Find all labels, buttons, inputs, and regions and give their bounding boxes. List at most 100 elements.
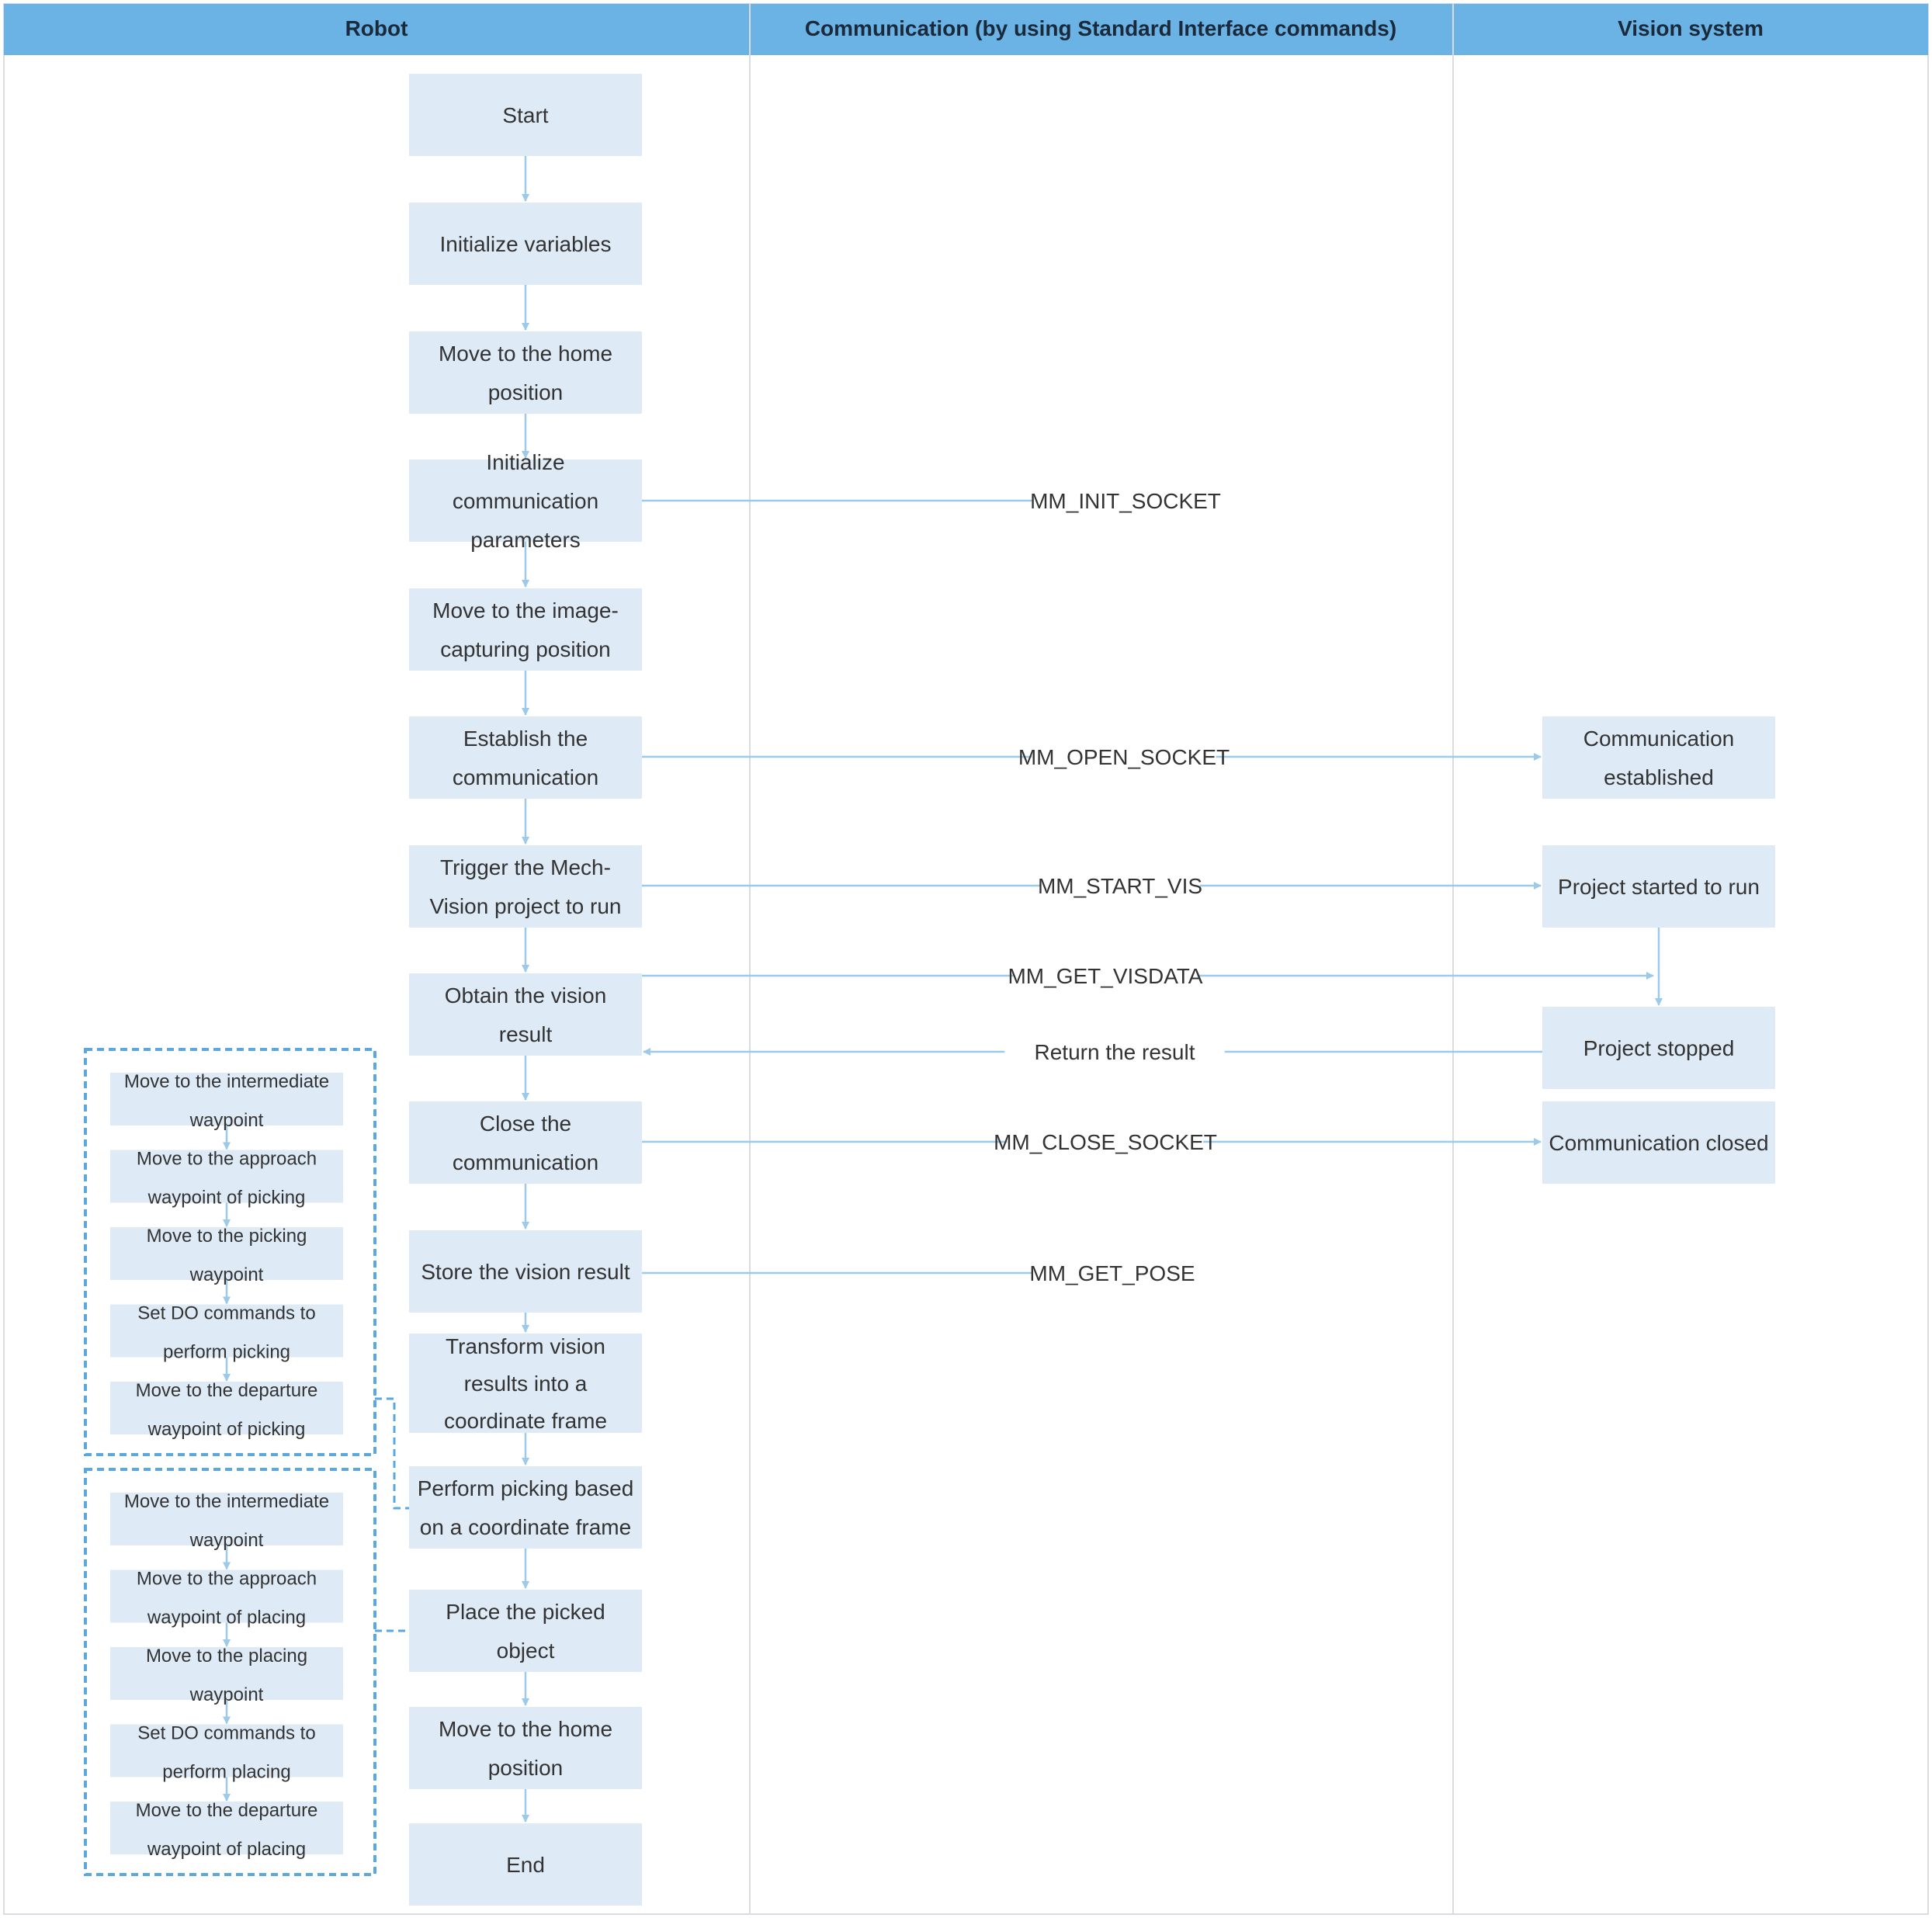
robot-step-image-pos: Move to the image-capturing position: [409, 588, 642, 671]
robot-step-home-2: Move to the home position: [409, 1707, 642, 1789]
robot-step-close-label-line: communication: [453, 1150, 598, 1174]
robot-step-end-label-line: End: [506, 1853, 545, 1877]
robot-step-trigger-label-line: Vision project to run: [430, 894, 622, 918]
vision-state-comm-closed-shape: [1542, 1101, 1775, 1184]
vision-state-comm-established-label-line: Communication: [1583, 727, 1735, 751]
robot-step-init-comm-label-line: Initialize: [486, 450, 564, 474]
robot-step-obtain-label-line: Obtain the vision: [445, 983, 607, 1008]
robot-step-trigger-label-line: Trigger the Mech-: [440, 855, 611, 879]
placing-group-substep-label-line: Move to the approach: [137, 1569, 317, 1590]
placing-group-substep-label-line: Move to the departure: [136, 1800, 318, 1821]
robot-step-establish: Establish the communication: [409, 716, 642, 799]
robot-step-close-shape: [409, 1101, 642, 1184]
message-label-bg: [1004, 1035, 1225, 1066]
lane-header-band: Robot Communication (by using Standard I…: [4, 4, 1928, 55]
picking-group-substep-label-line: waypoint of picking: [147, 1188, 306, 1209]
message-label-return-result: Return the result: [1035, 1040, 1195, 1064]
robot-step-pick-label-line: on a coordinate frame: [420, 1515, 631, 1539]
vision-state-project-started-shape: [1542, 845, 1775, 928]
robot-step-transform-label-line: Transform vision: [446, 1334, 605, 1358]
placing-group-substep-shape: [110, 1493, 343, 1545]
vision-state-comm-closed-label-line: Communication closed: [1549, 1131, 1768, 1155]
robot-step-pick-shape: [409, 1466, 642, 1549]
robot-step-home-1-label-line: Move to the home: [439, 342, 612, 366]
picking-group-substep-label-line: Move to the departure: [136, 1380, 318, 1401]
vision-state-comm-established: Communication established: [1542, 716, 1775, 799]
message-label-get-pose: MM_GET_POSE: [1029, 1261, 1195, 1285]
robot-step-init-vars-label-line: Initialize variables: [440, 232, 612, 256]
vision-state-comm-established-label-line: established: [1604, 765, 1714, 789]
message-label-bg: [1040, 869, 1200, 900]
picking-group-substep-label-line: waypoint: [189, 1264, 264, 1285]
robot-step-establish-shape: [409, 716, 642, 799]
robot-step-image-pos-label-line: Move to the image-: [432, 598, 619, 623]
substep-group-layer: [84, 1048, 409, 1876]
vision-state-project-started: Project started to run: [1542, 845, 1775, 928]
robot-step-establish-label-line: communication: [453, 765, 598, 789]
message-label-bg: [1007, 1125, 1204, 1156]
robot-step-init-comm-label-line: parameters: [470, 528, 581, 552]
robot-step-store-label-line: Store the vision result: [421, 1260, 630, 1284]
robot-step-init-comm-label-line: communication: [453, 489, 598, 513]
placing-group-substep: Move to the approach waypoint of placing: [110, 1569, 343, 1628]
picking-group-substep-label-line: Move to the approach: [137, 1149, 317, 1170]
lane-header-robot: [4, 4, 749, 55]
message-label-bg: [1038, 1256, 1187, 1287]
picking-group-substep-label-line: perform picking: [163, 1342, 290, 1363]
robot-step-home-2-label-line: position: [488, 1756, 564, 1780]
robot-step-close: Close the communication: [409, 1101, 642, 1184]
vision-state-project-stopped-shape: [1542, 1007, 1775, 1089]
vision-state-project-stopped-label-line: Project stopped: [1583, 1036, 1735, 1060]
picking-group-link: [375, 1397, 409, 1510]
robot-step-image-pos-label-line: capturing position: [440, 637, 610, 661]
robot-step-obtain: Obtain the vision result: [409, 973, 642, 1056]
robot-step-establish-label-line: Establish the: [463, 727, 588, 751]
robot-step-end: End: [409, 1823, 642, 1906]
message-label-bg: [1033, 484, 1218, 515]
picking-group-substep-label-line: Move to the intermediate: [124, 1071, 329, 1092]
robot-step-transform-label-line: coordinate frame: [444, 1409, 607, 1433]
picking-group-substep-shape: [110, 1382, 343, 1434]
robot-step-home-2-shape: [409, 1707, 642, 1789]
placing-group-substep-shape: [110, 1802, 343, 1854]
robot-step-transform-shape: [409, 1334, 642, 1433]
picking-group-substep: Move to the departure waypoint of picking: [110, 1380, 343, 1440]
picking-group-substep-shape: [110, 1227, 343, 1280]
message-label-bg: [1032, 740, 1216, 771]
robot-step-store-shape: [409, 1230, 642, 1313]
placing-group-substep-shape: [110, 1724, 343, 1778]
robot-step-place-label-line: Place the picked: [446, 1600, 605, 1624]
picking-group-substep-label-line: waypoint of picking: [147, 1419, 306, 1440]
robot-step-close-label-line: Close the: [480, 1112, 571, 1136]
picking-group-substep-shape: [110, 1304, 343, 1358]
message-label-layer: MM_INIT_SOCKETMM_OPEN_SOCKETMM_START_VIS…: [994, 484, 1230, 1287]
lane-header-vision: [1453, 4, 1928, 55]
robot-step-home-1-shape: [409, 331, 642, 414]
picking-group-substep-label-line: waypoint: [189, 1110, 264, 1131]
robot-step-transform-label-line: results into a: [464, 1372, 588, 1396]
picking-group-substep-shape: [110, 1073, 343, 1125]
robot-step-obtain-label-line: result: [499, 1022, 553, 1046]
message-label-get-visdata: MM_GET_VISDATA: [1008, 964, 1202, 988]
lane-title-vision: Vision system: [1618, 16, 1764, 40]
placing-group-substep-shape: [110, 1647, 343, 1700]
robot-step-home-2-label-line: Move to the home: [439, 1717, 612, 1741]
robot-step-start-label-line: Start: [502, 103, 548, 127]
robot-step-pick: Perform picking based on a coordinate fra…: [409, 1466, 642, 1549]
placing-group-border: [84, 1468, 376, 1876]
lane-title-robot: Robot: [345, 16, 408, 40]
robot-step-start-shape: [409, 74, 642, 156]
lane-title-communication: Communication (by using Standard Interfa…: [805, 16, 1396, 40]
placing-group-substep-label-line: waypoint of placing: [147, 1608, 306, 1628]
robot-step-place-shape: [409, 1590, 642, 1672]
robot-step-pick-label-line: Perform picking based: [418, 1476, 634, 1500]
message-label-open-socket: MM_OPEN_SOCKET: [1018, 745, 1230, 769]
placing-group-substep-label-line: Move to the intermediate: [124, 1491, 329, 1512]
